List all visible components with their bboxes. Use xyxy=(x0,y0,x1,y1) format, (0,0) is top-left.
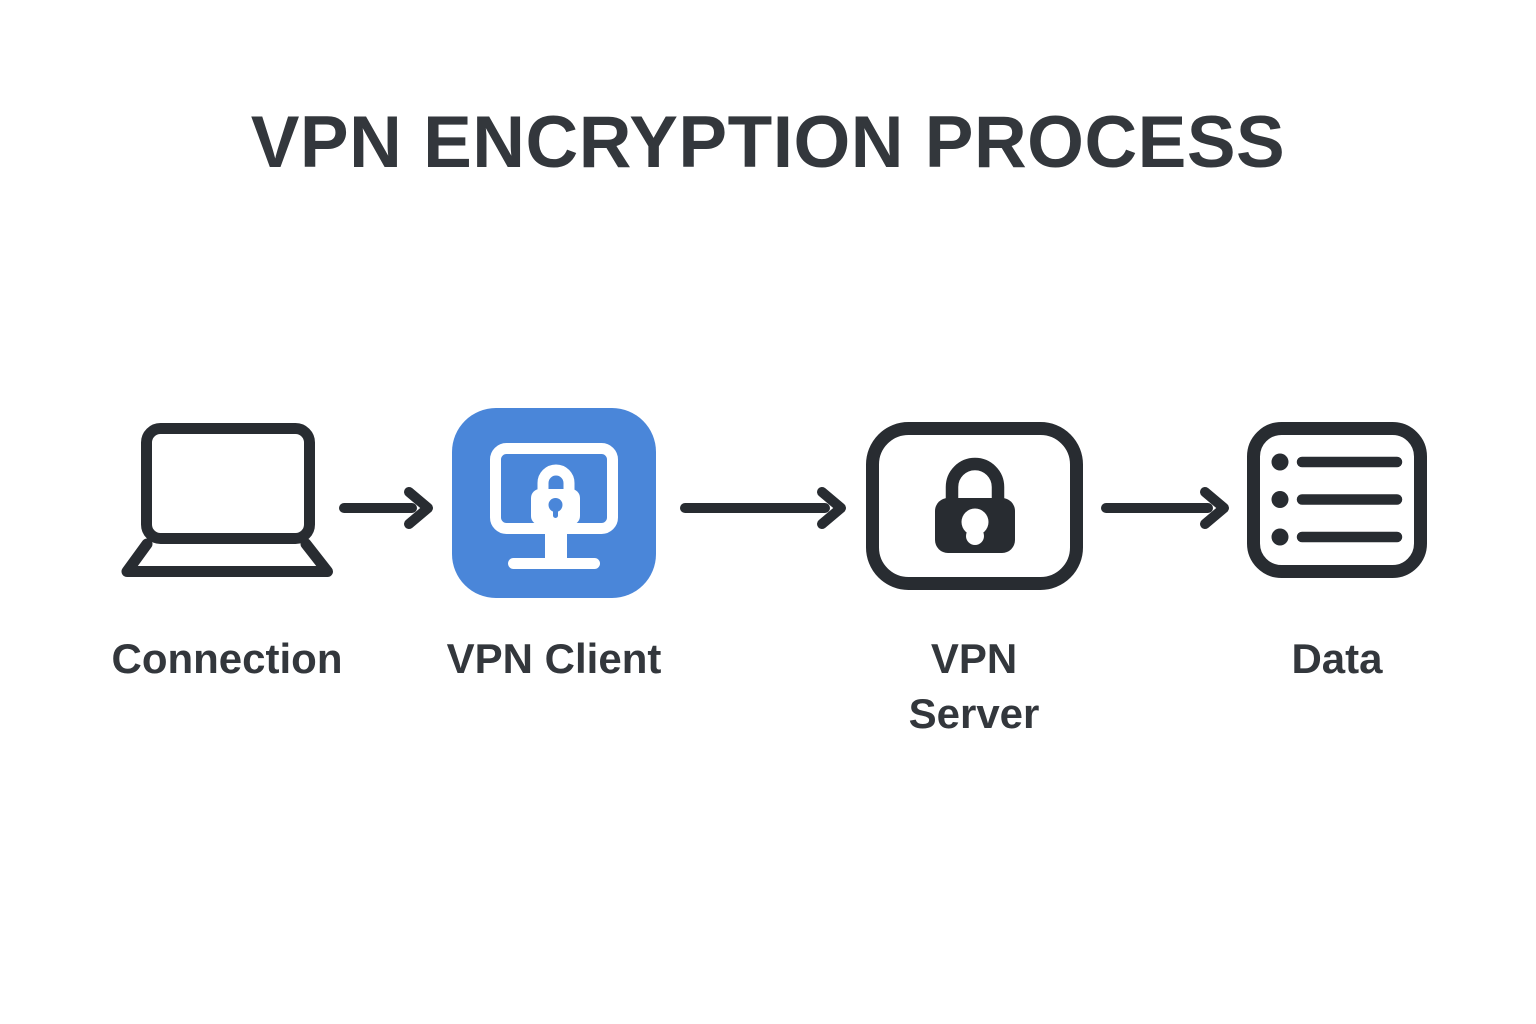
step-vpn-client xyxy=(452,408,656,603)
monitor-lock-icon xyxy=(452,408,656,598)
arrow-right-icon xyxy=(680,487,846,529)
arrow-right-icon xyxy=(339,487,433,529)
step-vpn-server xyxy=(866,422,1083,595)
step-label-connection: Connection xyxy=(111,635,343,682)
step-label-vpn-server: VPN Server xyxy=(908,635,1040,737)
step-connection xyxy=(118,420,336,587)
bulleted-list-icon xyxy=(1247,422,1427,578)
step-label-vpn-client: VPN Client xyxy=(446,635,662,682)
laptop-icon xyxy=(121,423,333,577)
arrow-right-icon xyxy=(1101,487,1229,529)
padlock-icon xyxy=(866,422,1083,590)
diagram-title: VPN ENCRYPTION PROCESS xyxy=(250,102,1286,183)
step-data xyxy=(1247,422,1427,583)
step-label-data: Data xyxy=(1291,635,1383,682)
